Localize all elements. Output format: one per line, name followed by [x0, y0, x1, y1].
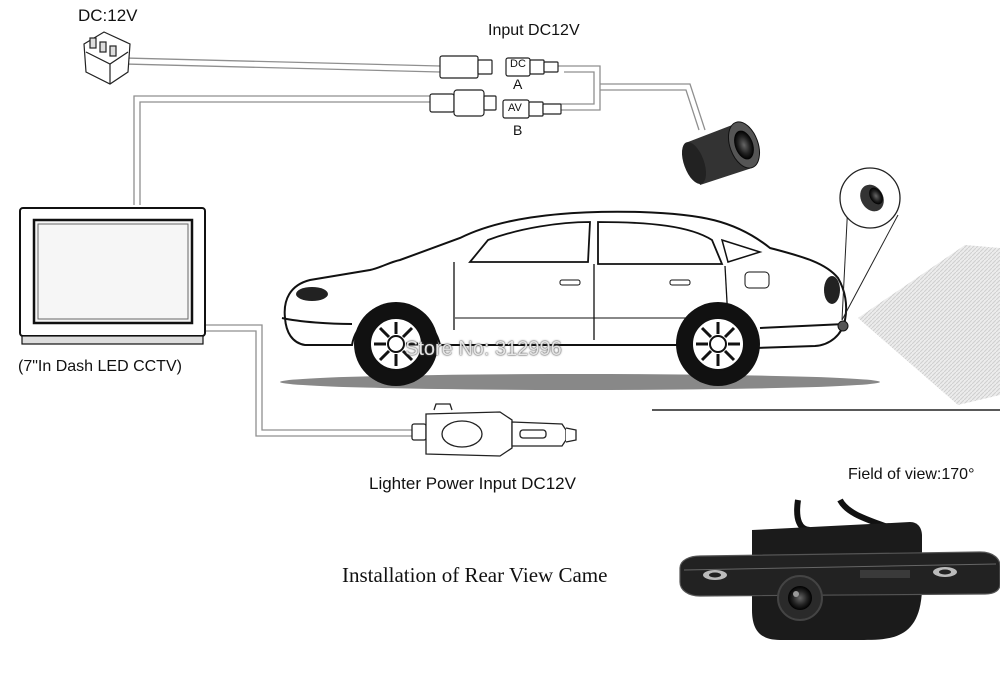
monitor-label: (7"In Dash LED CCTV)	[18, 358, 182, 375]
installation-label: Installation of Rear View Came	[342, 563, 608, 587]
cable-lines	[124, 57, 706, 437]
av-plug	[429, 89, 497, 117]
field-of-view-label: Field of view:170°	[848, 466, 975, 483]
cigarette-lighter-plug	[411, 403, 577, 457]
camera-callout	[839, 167, 901, 321]
camera-product-photo	[679, 498, 1000, 640]
connector-av-text: AV	[508, 102, 522, 114]
dc-socket-a	[505, 57, 559, 77]
av-socket-b	[502, 99, 562, 119]
input-dc-label: Input DC12V	[488, 22, 580, 39]
dc-terminal-block	[83, 31, 131, 85]
rear-wheel	[676, 302, 760, 386]
front-wheel	[354, 302, 438, 386]
rear-camera-cylinder	[681, 121, 761, 185]
field-of-view-area	[858, 245, 1000, 405]
connector-b-label: B	[513, 122, 523, 138]
dc-power-label: DC:12V	[78, 6, 138, 25]
monitor	[19, 207, 206, 345]
connector-dc-text: DC	[510, 58, 526, 70]
lighter-label: Lighter Power Input DC12V	[369, 474, 576, 493]
store-watermark: Store No: 312996	[405, 338, 562, 360]
dc-plug	[439, 55, 493, 79]
car-illustration	[280, 210, 880, 390]
connector-a-label: A	[513, 76, 523, 92]
